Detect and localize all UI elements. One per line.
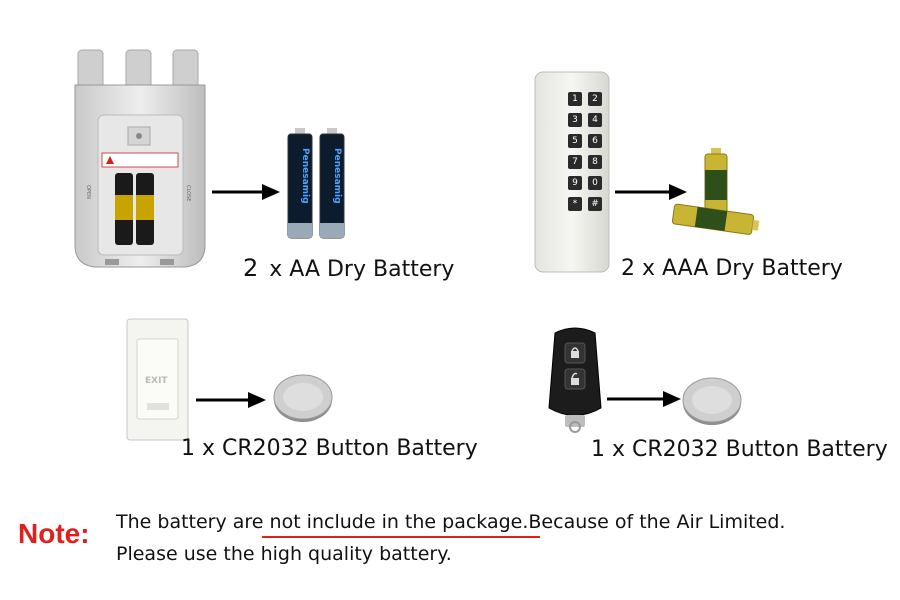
aaa-battery-pair-icon: [671, 148, 760, 235]
caption-rest: x AA Dry Battery: [262, 257, 455, 282]
arrow-icon: [196, 392, 266, 408]
door-lock-device: OPEN CLOSE: [70, 45, 210, 270]
coin-cell-battery-icon: [682, 377, 742, 425]
keypad-key: 8: [588, 155, 602, 169]
keypad-key: 7: [568, 155, 582, 169]
note-line-1-start: The battery are: [116, 511, 270, 533]
aa-brand-label: Penesamig: [300, 148, 310, 204]
caption-aaa: 2 x AAA Dry Battery: [621, 256, 843, 281]
keypad-key: 6: [588, 134, 602, 148]
coin-cell-battery: [272, 372, 334, 424]
note-label: Note:: [18, 518, 90, 549]
coin-cell-battery: [681, 375, 743, 427]
aa-battery-pair-icon: Penesamig Penesamig: [287, 128, 345, 239]
remote-device: [545, 323, 605, 438]
note-emphasis-underline: [262, 536, 540, 538]
caption-count: 2: [243, 254, 259, 282]
note-line-2: Please use the high quality battery.: [116, 543, 452, 565]
exit-button-icon: EXIT: [126, 318, 189, 441]
aa-brand-label: Penesamig: [332, 148, 342, 204]
keypad-key: 1: [568, 92, 582, 106]
keypad-key: 4: [588, 113, 602, 127]
note-line-1-end: .Because of the Air Limited.: [522, 511, 786, 533]
remote-fob-icon: [548, 327, 602, 433]
note-line-1: The battery are not include in the packa…: [116, 511, 785, 533]
aa-battery-pair: Penesamig Penesamig: [285, 128, 349, 243]
note-emphasis: not include in the package: [269, 511, 523, 533]
caption-cr2032-remote: 1 x CR2032 Button Battery: [591, 437, 888, 462]
arrow-icon: [615, 184, 687, 200]
svg-text:CLOSE: CLOSE: [185, 185, 191, 201]
exit-label: EXIT: [145, 376, 168, 386]
aaa-battery-pair: [668, 148, 763, 240]
arrow-icon: [212, 184, 280, 200]
exit-button-device: EXIT: [125, 317, 190, 442]
keypad-key: 2: [588, 92, 602, 106]
arrow-icon: [607, 391, 681, 407]
keypad-key: 9: [568, 176, 582, 190]
caption-aa: 2 x AA Dry Battery: [243, 254, 454, 282]
svg-text:OPEN: OPEN: [85, 185, 91, 199]
coin-cell-battery-icon: [273, 374, 333, 422]
keypad-key: 5: [568, 134, 582, 148]
caption-cr2032-exit: 1 x CR2032 Button Battery: [181, 436, 478, 461]
door-lock-body-icon: OPEN CLOSE: [74, 49, 206, 268]
keypad-key: 0: [588, 176, 602, 190]
keypad-key: *: [568, 197, 582, 211]
keypad-key: 3: [568, 113, 582, 127]
keypad-key: #: [588, 197, 602, 211]
